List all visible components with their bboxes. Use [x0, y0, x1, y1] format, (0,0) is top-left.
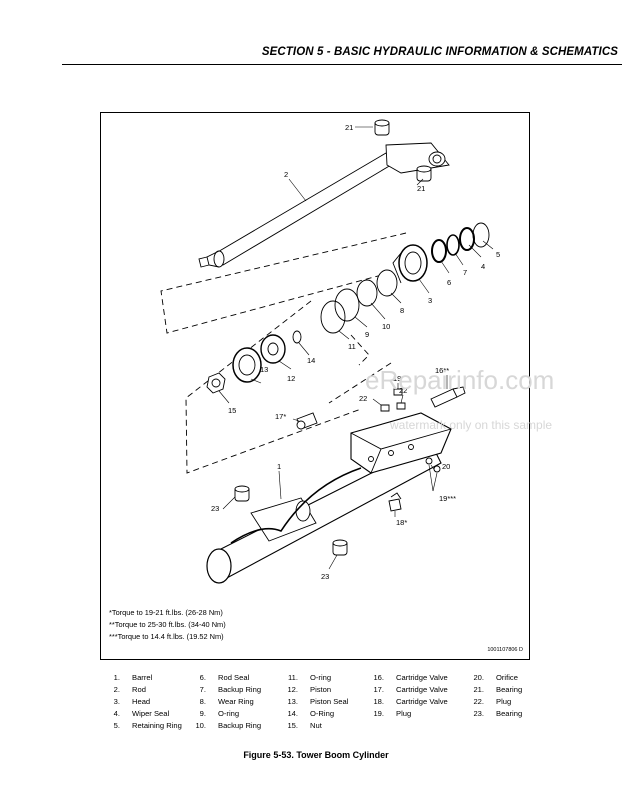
callout-15: 15	[228, 406, 236, 415]
assembly-guide-rod	[160, 232, 407, 334]
wear-ring-8	[376, 269, 398, 297]
legend-item: 14.O-Ring	[287, 709, 335, 718]
cartridge-valve-17	[296, 412, 318, 430]
bearing-23-right	[332, 539, 348, 556]
legend-item: 17.Cartridge Valve	[373, 685, 448, 694]
callout-2: 2	[284, 170, 288, 179]
legend-item: 8.Wear Ring	[199, 697, 254, 706]
callout-21-right: 21	[417, 184, 425, 193]
legend-item: 21.Bearing	[473, 685, 523, 694]
legend-item: 9.O-ring	[199, 709, 240, 718]
document-number: 1001107806 D	[487, 647, 523, 653]
legend-item: 15.Nut	[287, 721, 322, 730]
figure-caption: Figure 5-53. Tower Boom Cylinder	[243, 750, 389, 760]
callout-12: 12	[287, 374, 295, 383]
callout-9: 9	[365, 330, 369, 339]
cartridge-valve-16	[430, 386, 466, 408]
callout-22-right: 22	[399, 386, 407, 395]
callout-14: 14	[307, 356, 315, 365]
bearing-21-right	[416, 165, 432, 182]
callout-13: 13	[260, 365, 268, 374]
legend-item: 22.Plug	[473, 697, 512, 706]
callout-4: 4	[481, 262, 485, 271]
callout-5: 5	[496, 250, 500, 259]
callout-22-left: 22	[359, 394, 367, 403]
callout-3: 3	[428, 296, 432, 305]
nut-15	[206, 372, 226, 394]
barrel-part-1	[206, 442, 442, 584]
bearing-23-left	[234, 485, 250, 502]
legend-item: 3.Head	[113, 697, 151, 706]
callout-19-top: 19	[393, 374, 401, 383]
parts-legend: 1.Barrel 2.Rod 3.Head 4.Wiper Seal 5.Ret…	[0, 672, 632, 742]
valve-block	[350, 412, 452, 474]
legend-item: 19.Plug	[373, 709, 412, 718]
callout-1: 1	[277, 462, 281, 471]
exploded-view-drawing: 21 2 21 5 4 7 6 3 8 10 9 11 14 12 13 15 …	[160, 119, 500, 584]
rod-seal-6	[431, 239, 447, 263]
wiper-seal-4	[459, 227, 475, 251]
legend-item: 18.Cartridge Valve	[373, 697, 448, 706]
assembly-guide-block	[328, 362, 392, 404]
callout-23-left: 23	[211, 504, 219, 513]
cartridge-valve-18	[388, 492, 402, 512]
callout-18: 18*	[396, 518, 407, 527]
callout-20: 20	[442, 462, 450, 471]
legend-item: 12.Piston	[287, 685, 332, 694]
watermark-note: watermark only on this sample	[390, 418, 553, 432]
o-ring-14	[292, 330, 302, 344]
legend-item: 16.Cartridge Valve	[373, 673, 448, 682]
plug-22-right	[396, 402, 406, 410]
backup-ring-10	[356, 279, 378, 307]
header-rule	[62, 64, 622, 65]
callout-21-top: 21	[345, 123, 353, 132]
callout-19-bottom: 19***	[439, 494, 456, 503]
bearing-21-top	[374, 119, 390, 136]
callout-23-bottom: 23	[321, 572, 329, 581]
section-title: SECTION 5 - BASIC HYDRAULIC INFORMATION …	[261, 46, 618, 58]
o-ring-11	[320, 300, 346, 334]
legend-item: 1.Barrel	[113, 673, 153, 682]
legend-item: 5.Retaining Ring	[113, 721, 182, 730]
callout-7: 7	[463, 268, 467, 277]
piston-12	[260, 334, 286, 364]
legend-item: 13.Piston Seal	[287, 697, 349, 706]
legend-item: 11.O-ring	[288, 673, 332, 682]
assembly-guide-piston	[185, 300, 362, 474]
o-ring-9	[334, 288, 360, 322]
callout-17: 17*	[275, 412, 286, 421]
legend-item: 7.Backup Ring	[199, 685, 262, 694]
callout-6: 6	[447, 278, 451, 287]
piston-seal-13	[232, 347, 262, 383]
legend-item: 20.Orifice	[473, 673, 518, 682]
legend-item: 6.Rod Seal	[199, 673, 250, 682]
legend-item: 4.Wiper Seal	[113, 709, 170, 718]
legend-item: 2.Rod	[113, 685, 146, 694]
diagram-frame: 21 2 21 5 4 7 6 3 8 10 9 11 14 12 13 15 …	[100, 112, 530, 660]
torque-note-3: ***Torque to 14.4 ft.lbs. (19.52 Nm)	[109, 632, 224, 641]
plug-22-left	[380, 404, 390, 412]
backup-ring-7	[446, 234, 460, 256]
callout-11: 11	[348, 342, 356, 351]
legend-item: 10.Backup Ring	[195, 721, 262, 730]
callout-16: 16**	[435, 366, 449, 375]
callout-8: 8	[400, 306, 404, 315]
callout-10: 10	[382, 322, 390, 331]
retaining-ring-5	[472, 222, 490, 248]
leader-lines	[218, 126, 494, 570]
torque-note-2: **Torque to 25-30 ft.lbs. (34-40 Nm)	[109, 620, 226, 629]
legend-item: 23.Bearing	[473, 709, 523, 718]
torque-note-1: *Torque to 19-21 ft.lbs. (26-28 Nm)	[109, 608, 223, 617]
head-part-3	[392, 244, 428, 284]
watermark-site: eRepairinfo.com	[365, 365, 555, 395]
plug-19-top	[393, 388, 403, 396]
